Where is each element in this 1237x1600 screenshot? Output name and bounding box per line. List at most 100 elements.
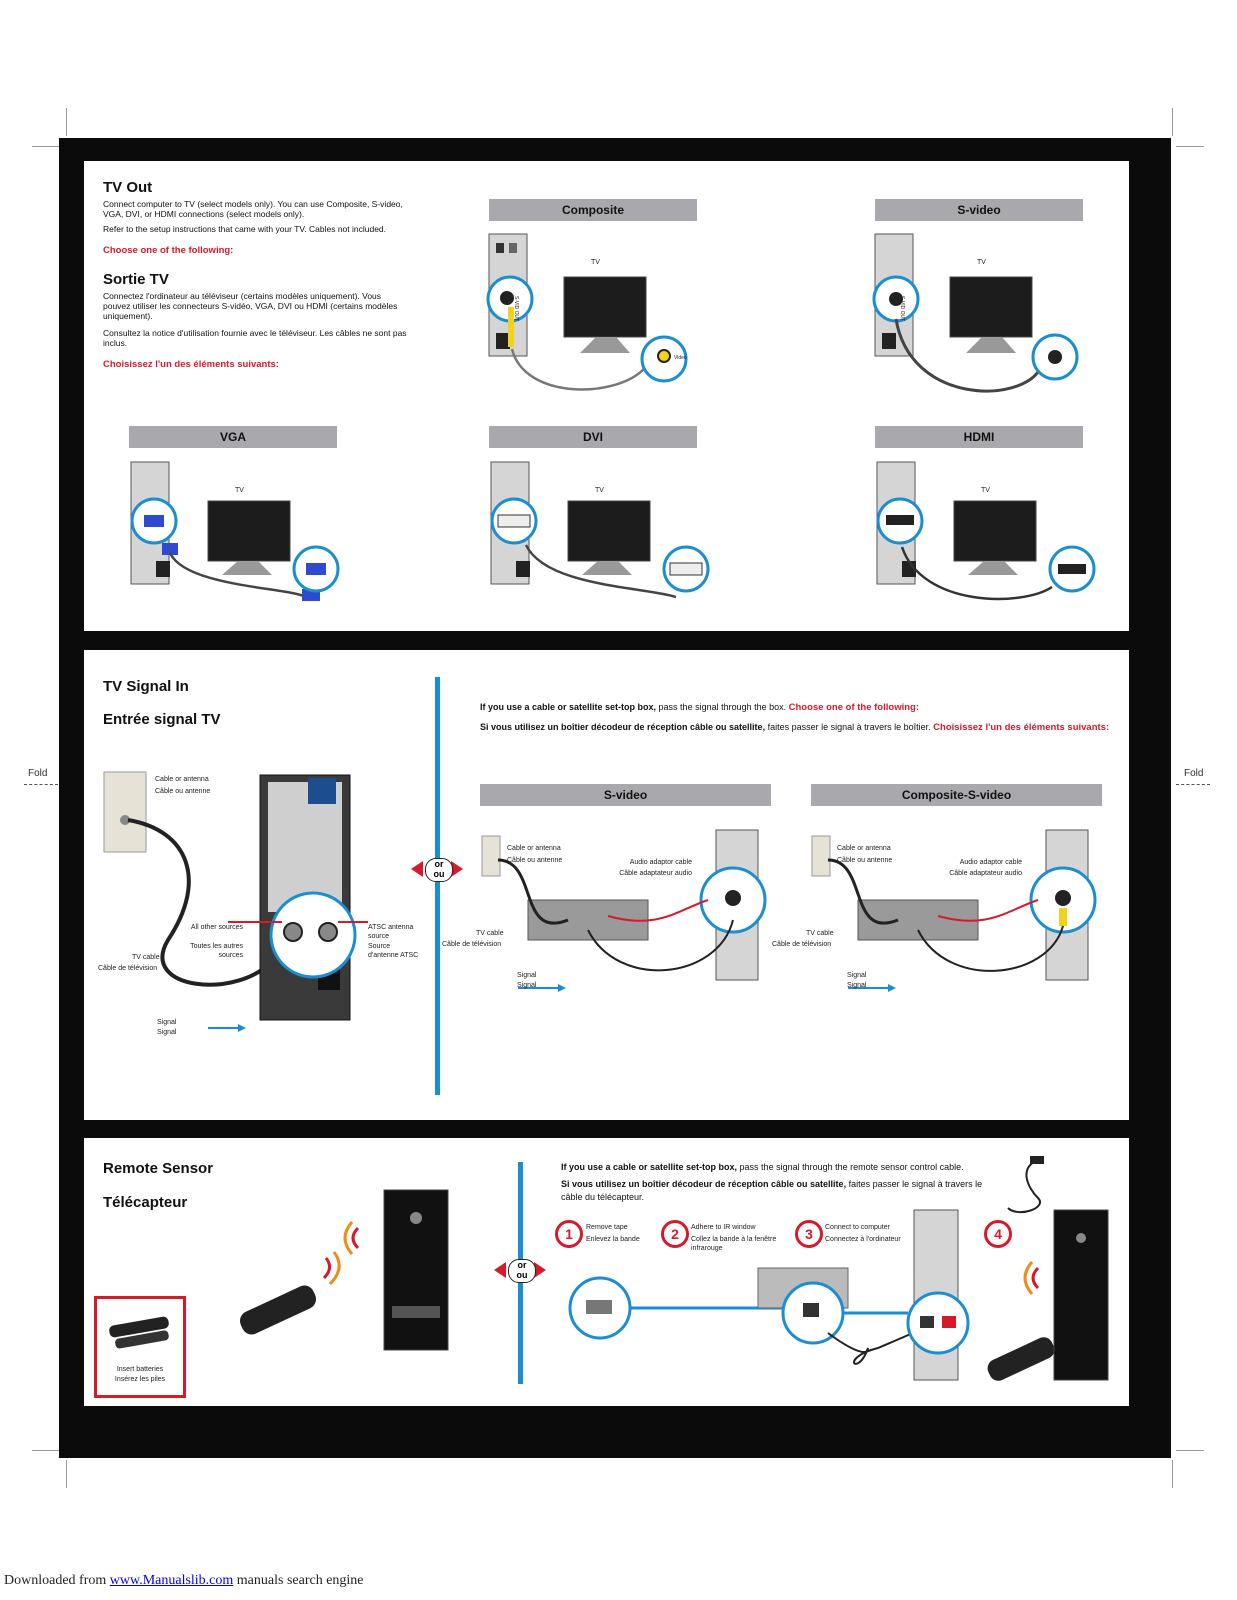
option-composite-s-video: Composite-S-video bbox=[811, 784, 1102, 806]
crop-mark bbox=[1172, 1460, 1173, 1488]
tv-out-panel: TV Out Connect computer to TV (select mo… bbox=[84, 161, 1129, 631]
step-3-en: Connect to computer bbox=[825, 1224, 890, 1231]
sortie-tv-title: Sortie TV bbox=[103, 271, 169, 288]
tv-cable-label-2: TV cable bbox=[476, 930, 504, 937]
crop-mark bbox=[32, 1450, 60, 1451]
insert-batteries-label: Insert batteries bbox=[116, 1366, 164, 1373]
fold-line-left bbox=[24, 784, 58, 785]
sortie-tv-desc: Connectez l'ordinateur au téléviseur (ce… bbox=[103, 291, 398, 321]
hdmi-illustration bbox=[876, 461, 1096, 601]
signal-label-3: Signal bbox=[847, 972, 867, 979]
remote-sensor-title: Remote Sensor bbox=[103, 1160, 214, 1177]
composite-illustration bbox=[486, 233, 688, 391]
step-1-fr: Enlevez la bande bbox=[586, 1236, 640, 1243]
dvi-tv-label: TV bbox=[595, 487, 604, 494]
step-4-number: 4 bbox=[984, 1220, 1012, 1248]
footer-line: Downloaded from www.Manualslib.com manua… bbox=[4, 1573, 364, 1589]
signal-label-2: Signal bbox=[517, 972, 537, 979]
signal-label-3-fr: Signal bbox=[847, 982, 867, 989]
hdmi-tv-label: TV bbox=[981, 487, 990, 494]
settop-fr-text: faites passer le signal à travers le boî… bbox=[765, 722, 934, 732]
step-3-fr: Connectez à l'ordinateur bbox=[825, 1236, 901, 1243]
composite-svid-label: S-VID OUT bbox=[513, 295, 520, 322]
signal-label: Signal bbox=[157, 1019, 177, 1026]
option-composite: Composite bbox=[489, 199, 697, 221]
tv-out-title: TV Out bbox=[103, 179, 153, 196]
crop-mark bbox=[66, 108, 67, 136]
option-s-video-in: S-video bbox=[480, 784, 771, 806]
fold-line-right bbox=[1176, 784, 1210, 785]
settop-en-choose: Choose one of the following: bbox=[788, 702, 919, 713]
tv-signal-title: TV Signal In bbox=[103, 678, 189, 695]
tv-out-choose: Choose one of the following: bbox=[103, 245, 234, 256]
option-hdmi: HDMI bbox=[875, 426, 1083, 448]
settop-fr-choose: Choisissez l'un des éléments suivants: bbox=[933, 722, 1110, 733]
tv-cable-fr-label-2: Câble de télévision bbox=[442, 941, 502, 948]
atsc-source-label: ATSC antenna source bbox=[368, 924, 414, 940]
remote-steps-illustration bbox=[568, 1156, 1109, 1381]
audio-adaptor-label-2: Audio adaptor cable bbox=[959, 859, 1022, 866]
ou-text-2: ou bbox=[516, 1270, 528, 1280]
crop-mark bbox=[32, 146, 60, 147]
settop-fr-line: Si vous utilisez un boîtier décodeur de … bbox=[480, 722, 1109, 733]
s-video-svid-label: S-VID OUT bbox=[899, 295, 906, 322]
tv-out-desc: Connect computer to TV (select models on… bbox=[103, 199, 403, 219]
signal-label-fr: Signal bbox=[157, 1029, 177, 1036]
tv-cable-fr-label-3: Câble de télévision bbox=[772, 941, 832, 948]
cable-antenna-label-3: Cable or antenna bbox=[837, 845, 891, 852]
remote-settop-en: If you use a cable or satellite set-top … bbox=[561, 1162, 1031, 1172]
tv-signal-panel: TV Signal In Entrée signal TV Cable or a… bbox=[84, 650, 1129, 1120]
telecapteur-title: Télécapteur bbox=[103, 1194, 188, 1211]
crop-mark bbox=[1172, 108, 1173, 136]
crop-mark bbox=[1176, 146, 1204, 147]
composite-tv-label: TV bbox=[591, 259, 600, 266]
toutes-sources-label: Toutes les autres sources bbox=[190, 943, 243, 959]
cable-antenne-label-2: Câble ou antenne bbox=[507, 857, 563, 864]
remote-settop-en-text: pass the signal through the remote senso… bbox=[737, 1162, 964, 1172]
footer-suffix: manuals search engine bbox=[233, 1573, 364, 1588]
composite-video-label: Video bbox=[674, 355, 687, 361]
or-text: or bbox=[434, 859, 444, 869]
step-2-en: Adhere to IR window bbox=[691, 1224, 756, 1231]
audio-adaptor-fr-label-2: Câble adaptateur audio bbox=[949, 870, 1022, 877]
step-2-fr: Collez la bande à la fenêtre infrarouge bbox=[691, 1236, 777, 1252]
remote-sensor-panel: Remote Sensor Télécapteur Insert batteri… bbox=[84, 1138, 1129, 1406]
divider-line bbox=[435, 677, 440, 1095]
settop-s-video-illustration bbox=[481, 829, 767, 992]
tv-cable-label-3: TV cable bbox=[806, 930, 834, 937]
signal-label-2-fr: Signal bbox=[517, 982, 537, 989]
cable-antenne-label: Câble ou antenne bbox=[155, 788, 211, 795]
entree-signal-title: Entrée signal TV bbox=[103, 711, 221, 728]
inserez-piles-label: Insérez les piles bbox=[114, 1376, 166, 1383]
tv-cable-fr-label: Câble de télévision bbox=[98, 965, 158, 972]
remote-settop-fr-bold: Si vous utilisez un boîtier décodeur de … bbox=[561, 1179, 847, 1189]
or-text-2: or bbox=[517, 1260, 527, 1270]
ou-text: ou bbox=[433, 869, 445, 879]
remote-settop-fr-text: faites passer le signal à travers le câb… bbox=[561, 1179, 983, 1202]
option-vga: VGA bbox=[129, 426, 337, 448]
vga-tv-label: TV bbox=[235, 487, 244, 494]
settop-composite-s-video-illustration bbox=[811, 829, 1097, 992]
settop-en-bold: If you use a cable or satellite set-top … bbox=[480, 702, 657, 712]
step-1-number: 1 bbox=[555, 1220, 583, 1248]
cable-antenna-label: Cable or antenna bbox=[155, 776, 209, 783]
audio-adaptor-fr-label: Câble adaptateur audio bbox=[619, 870, 692, 877]
tv-out-note: Refer to the setup instructions that cam… bbox=[103, 224, 387, 234]
settop-en-line: If you use a cable or satellite set-top … bbox=[480, 702, 919, 713]
source-antenne-label: Source d'antenne ATSC bbox=[368, 943, 419, 959]
option-dvi: DVI bbox=[489, 426, 697, 448]
option-s-video: S-video bbox=[875, 199, 1083, 221]
cable-antenne-label-3: Câble ou antenne bbox=[837, 857, 893, 864]
vga-illustration bbox=[130, 461, 340, 601]
crop-mark bbox=[1176, 1450, 1204, 1451]
fold-label-left: Fold bbox=[28, 768, 48, 779]
all-other-sources-label: All other sources bbox=[190, 924, 243, 931]
dvi-illustration bbox=[490, 461, 710, 599]
cable-antenna-label-2: Cable or antenna bbox=[507, 845, 561, 852]
crop-mark bbox=[66, 1460, 67, 1488]
tv-signal-illustration bbox=[103, 771, 368, 1032]
remote-settop-fr: Si vous utilisez un boîtier décodeur de … bbox=[561, 1178, 1001, 1204]
manualslib-link[interactable]: www.Manualslib.com bbox=[109, 1573, 234, 1588]
